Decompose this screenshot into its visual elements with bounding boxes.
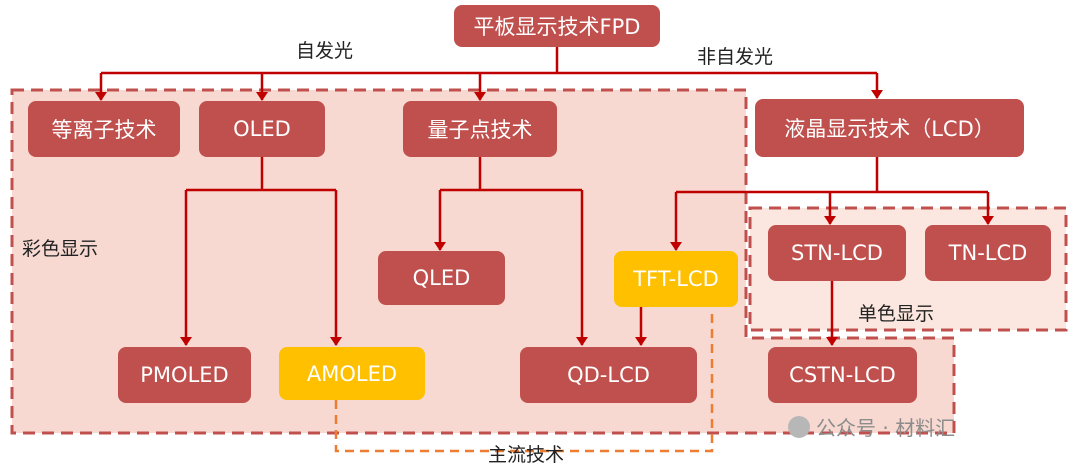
node-cstn-lcd: CSTN-LCD [768, 347, 917, 403]
node-pmoled: PMOLED [118, 347, 251, 403]
label-color-display: 彩色显示 [22, 238, 99, 260]
label-non-emissive: 非自发光 [697, 46, 774, 68]
node-qled: QLED [378, 251, 505, 305]
node-tft-lcd: TFT-LCD [614, 251, 738, 307]
label-mono-display: 单色显示 [858, 303, 935, 325]
wechat-icon [788, 415, 810, 438]
watermark: 公众号 · 材料汇 [788, 412, 955, 441]
node-fpd-root: 平板显示技术FPD [454, 5, 660, 47]
node-plasma: 等离子技术 [28, 101, 180, 157]
node-qd-lcd: QD-LCD [520, 347, 697, 403]
watermark-text: 公众号 · 材料汇 [816, 416, 956, 440]
mainstream-bracket [334, 310, 714, 453]
node-amoled: AMOLED [279, 347, 425, 400]
node-tn-lcd: TN-LCD [925, 225, 1051, 281]
node-quantum-dot: 量子点技术 [403, 101, 557, 157]
node-stn-lcd: STN-LCD [768, 225, 906, 281]
label-mainstream: 主流技术 [488, 444, 565, 466]
node-lcd: 液晶显示技术（LCD） [755, 99, 1024, 157]
node-oled: OLED [199, 101, 325, 157]
label-emissive: 自发光 [296, 40, 354, 62]
